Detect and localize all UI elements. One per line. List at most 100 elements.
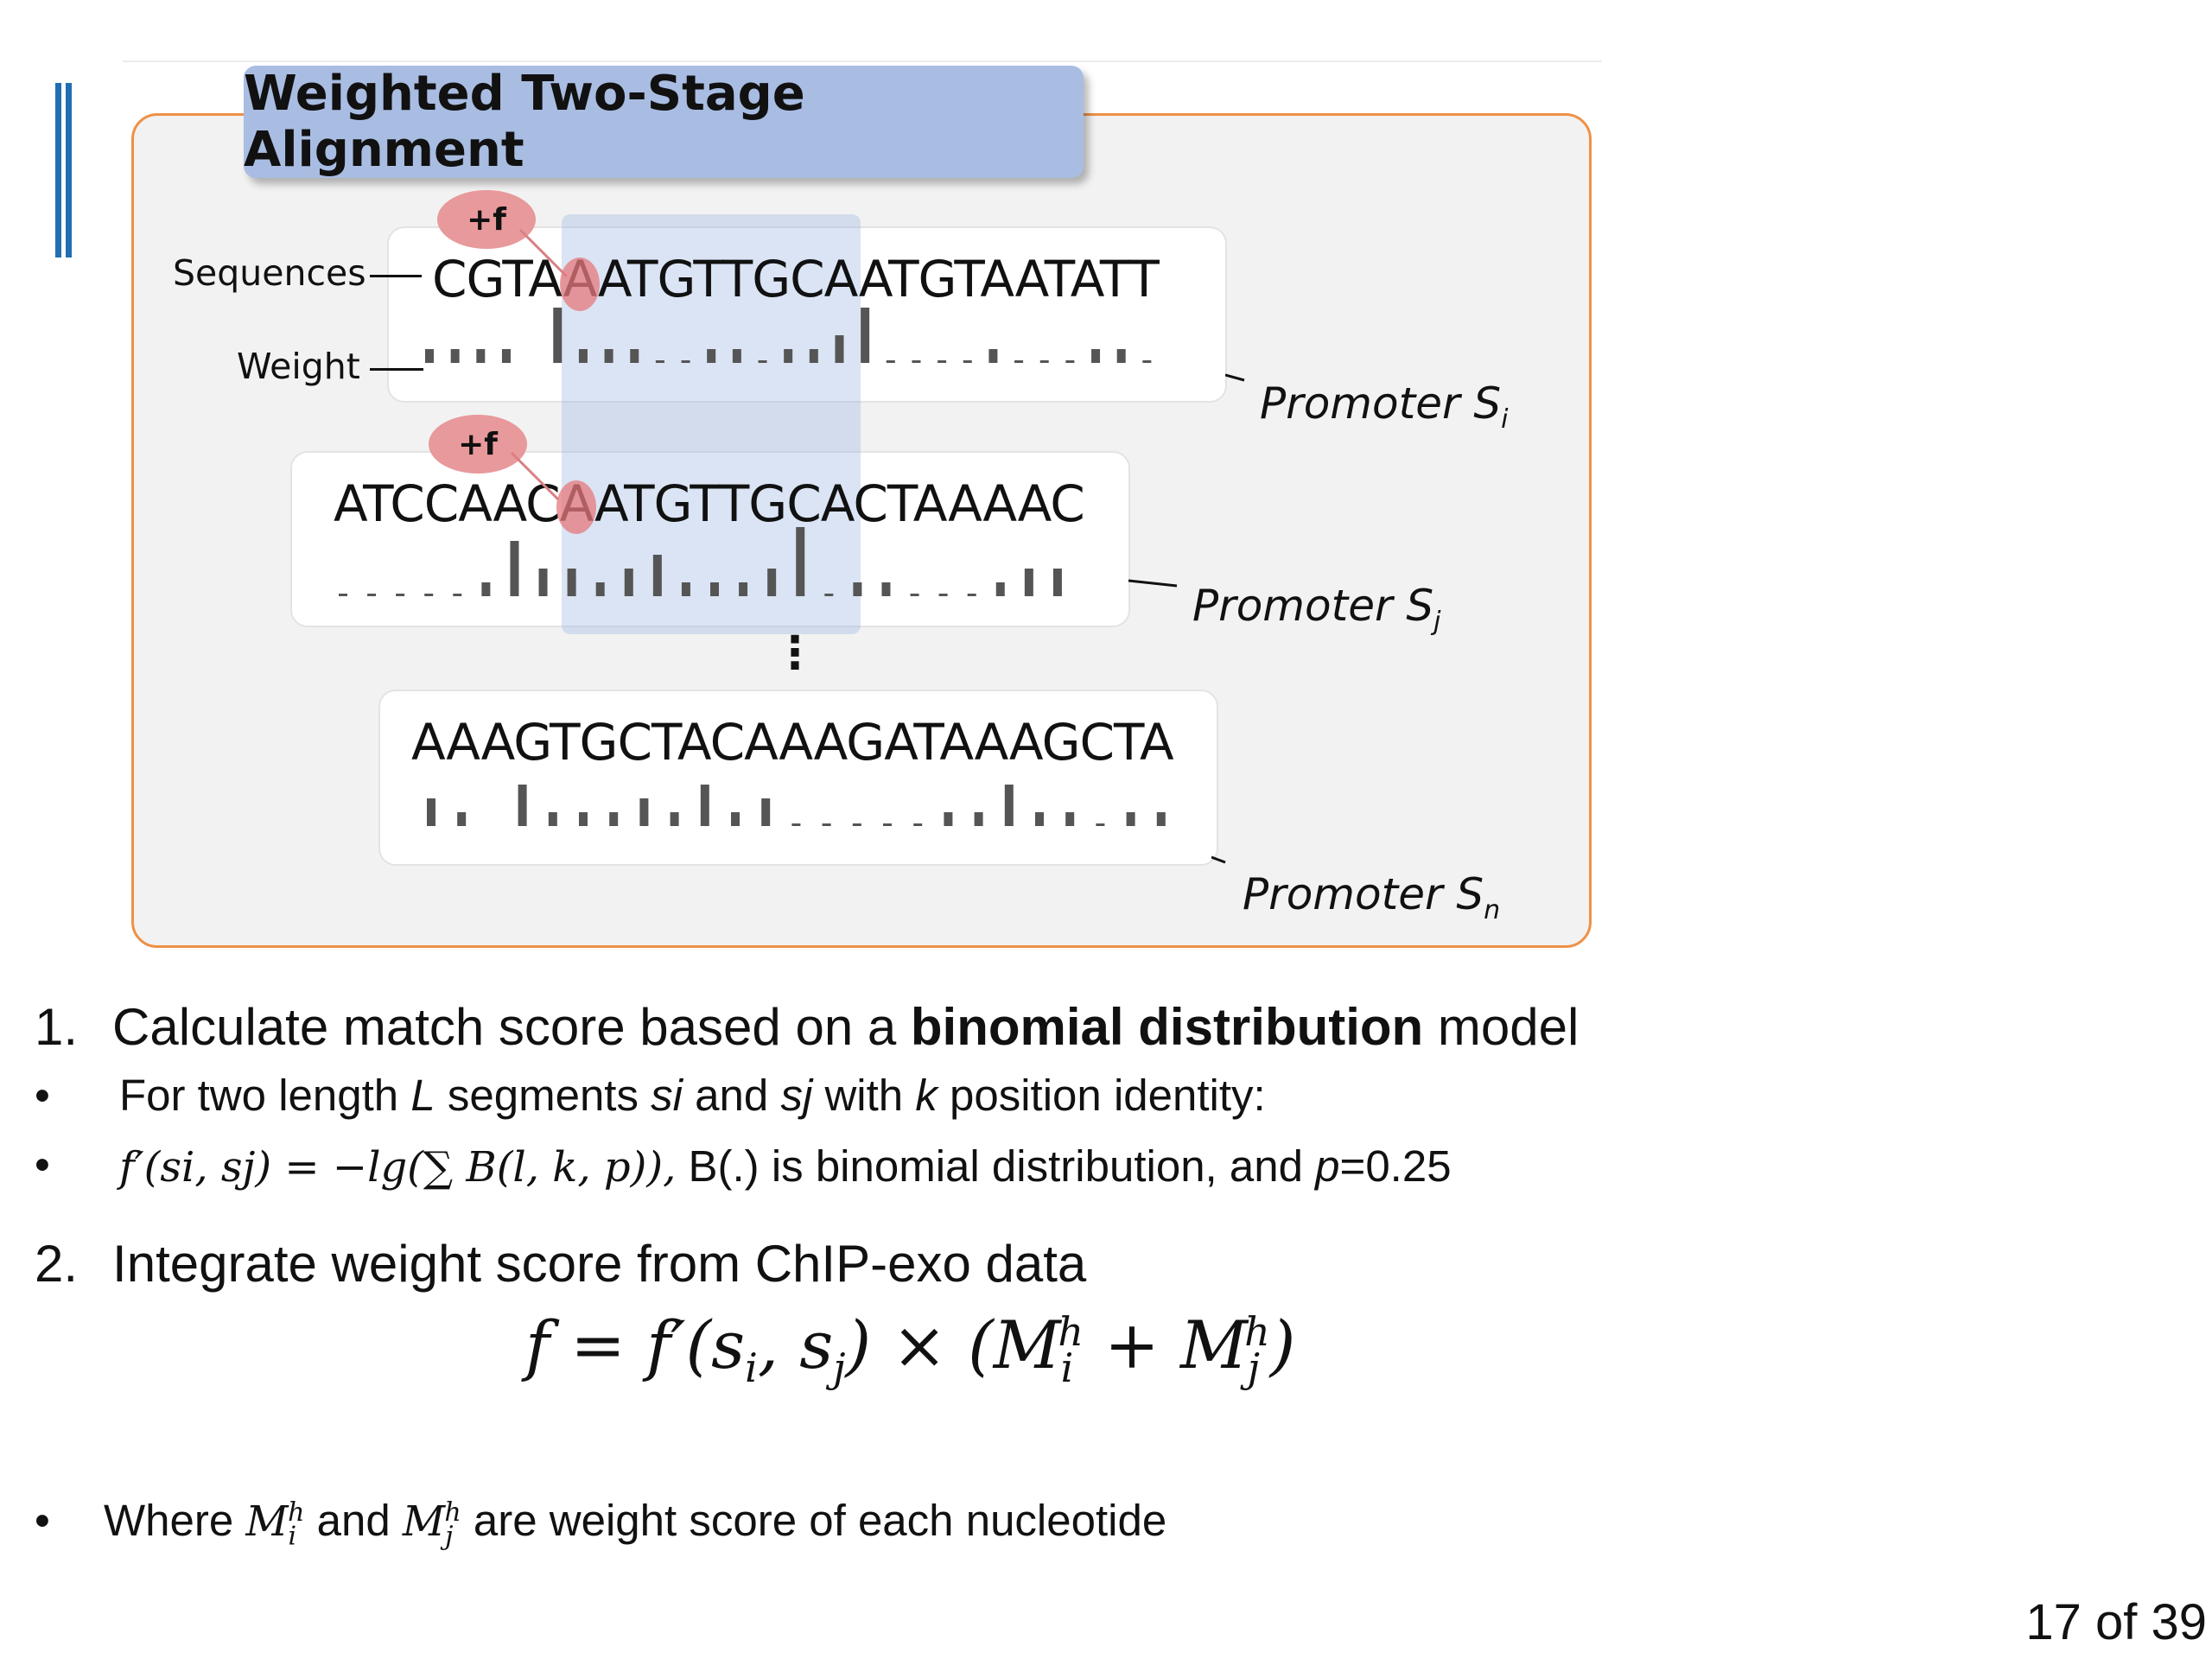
point-2-number: 2. <box>35 1235 79 1293</box>
promoter-si-leader <box>1225 373 1245 382</box>
weight-bar <box>883 823 892 826</box>
weight-bars-si <box>425 308 1152 363</box>
weight-bars-sn <box>427 785 1166 826</box>
weight-bar <box>1039 360 1049 363</box>
weight-bar <box>1126 812 1135 826</box>
weight-bar <box>501 349 511 363</box>
sequence-sn: AAAGTGCTACAAAGATAAAGCTA <box>411 713 1174 772</box>
sequence-card-sj <box>290 451 1130 627</box>
point-1-text: Calculate match score based on a <box>112 998 911 1056</box>
weight-bar <box>739 582 748 596</box>
bullet-weight-definition: • Where Mih and Mjh are weight score of … <box>35 1495 1166 1549</box>
weight-bar <box>670 812 679 826</box>
weight-bar <box>578 349 588 363</box>
aligned-segment-highlight <box>562 214 861 634</box>
weight-bar <box>767 569 777 596</box>
weight-bar <box>700 785 709 826</box>
b1-si: si <box>651 1071 683 1120</box>
sequence-card-sn <box>378 690 1218 866</box>
weight-bar <box>796 527 805 596</box>
point-2: 2. Integrate weight score from ChIP-exo d… <box>35 1234 1086 1294</box>
bullet-score-formula: • f′(si, sj) = −lg(∑ B(l, k, p)), B(.) i… <box>35 1139 1452 1192</box>
weight-bar <box>1052 569 1062 596</box>
b3-text-a: Where <box>104 1496 246 1545</box>
weight-bar <box>1091 349 1101 363</box>
weight-bar <box>624 569 633 596</box>
weight-bar <box>609 812 619 826</box>
match-marker-si <box>560 257 600 311</box>
weight-bar <box>424 594 434 596</box>
more-sequences-ellipsis: ⋮ <box>772 627 817 679</box>
weight-bar <box>1156 812 1166 826</box>
weight-bar <box>912 360 921 363</box>
weight-bar <box>1035 812 1044 826</box>
promoter-si-label: Promoter Si <box>1260 378 1509 435</box>
weight-bar <box>988 349 998 363</box>
b3-text-c: are weight score of each nucleotide <box>461 1496 1167 1545</box>
weight-bar <box>1024 569 1033 596</box>
slide-accent-bar <box>55 83 74 257</box>
weight-bar <box>427 798 435 826</box>
top-rule <box>123 60 1602 62</box>
weight-bar <box>809 349 818 363</box>
weight-bar <box>761 798 771 826</box>
weight-bar <box>938 360 947 363</box>
weight-bar <box>758 360 767 363</box>
b1-sj: sj <box>780 1071 813 1120</box>
weight-bar <box>824 594 834 596</box>
m-j-h-symbol: Mjh <box>402 1497 461 1552</box>
b1-text-a: For two length <box>119 1071 411 1120</box>
match-connector-si <box>518 228 569 278</box>
match-marker-sj <box>556 480 596 534</box>
weight-bar <box>548 812 557 826</box>
weight-bar <box>913 823 923 826</box>
point-1-suffix: model <box>1423 998 1580 1056</box>
weight-bar <box>595 582 605 596</box>
promoter-sn-label: Promoter Sn <box>1243 869 1501 925</box>
weight-bar <box>710 582 719 596</box>
weight-bar <box>510 541 519 596</box>
weight-bar <box>367 594 377 596</box>
weight-bar <box>518 785 527 826</box>
point-1-bold: binomial distribution <box>910 998 1424 1056</box>
weight-bar <box>639 798 649 826</box>
promoter-sn-leader <box>1211 855 1226 864</box>
weight-bar <box>681 582 690 596</box>
weight-bar <box>396 594 405 596</box>
weight-bar <box>481 582 491 596</box>
weight-bars-sj <box>339 527 1062 596</box>
match-connector-sj <box>510 451 560 501</box>
weight-bar <box>910 594 919 596</box>
weight-bar <box>1116 349 1126 363</box>
weight-bar <box>681 360 690 363</box>
point-2-text: Integrate weight score from ChIP-exo dat… <box>112 1235 1087 1293</box>
weight-bar <box>861 308 870 363</box>
match-bubble-sj: +f <box>429 415 527 474</box>
sequences-label: Sequences <box>173 252 366 294</box>
weight-bar <box>995 582 1005 596</box>
b1-text-e: position identity: <box>937 1071 1266 1120</box>
weight-bar <box>476 349 486 363</box>
weight-bar <box>339 594 347 596</box>
weight-bar <box>835 335 844 363</box>
point-1-number: 1. <box>35 998 79 1056</box>
weight-bar <box>822 823 831 826</box>
b3-text-b: and <box>304 1496 403 1545</box>
weight-bar <box>791 823 801 826</box>
weight-bar <box>652 555 662 596</box>
weight-bar <box>732 349 741 363</box>
sequence-card-si <box>387 226 1227 403</box>
weight-bar <box>1004 785 1014 826</box>
weight-bar <box>1065 812 1075 826</box>
bullet-segment-definition: • For two length L segments si and sj wi… <box>35 1070 1266 1121</box>
weight-bar <box>967 594 976 596</box>
weight-bar <box>784 349 793 363</box>
figure-title: Weighted Two-Stage Alignment <box>244 66 1084 178</box>
page-counter: 17 of 39 <box>2025 1594 2207 1650</box>
b2-p: p <box>1315 1141 1340 1191</box>
weight-bar <box>553 308 563 363</box>
weight-bar <box>707 349 716 363</box>
b1-text-b: segments <box>435 1071 652 1120</box>
weight-bar <box>853 582 862 596</box>
weight-bar <box>852 823 861 826</box>
